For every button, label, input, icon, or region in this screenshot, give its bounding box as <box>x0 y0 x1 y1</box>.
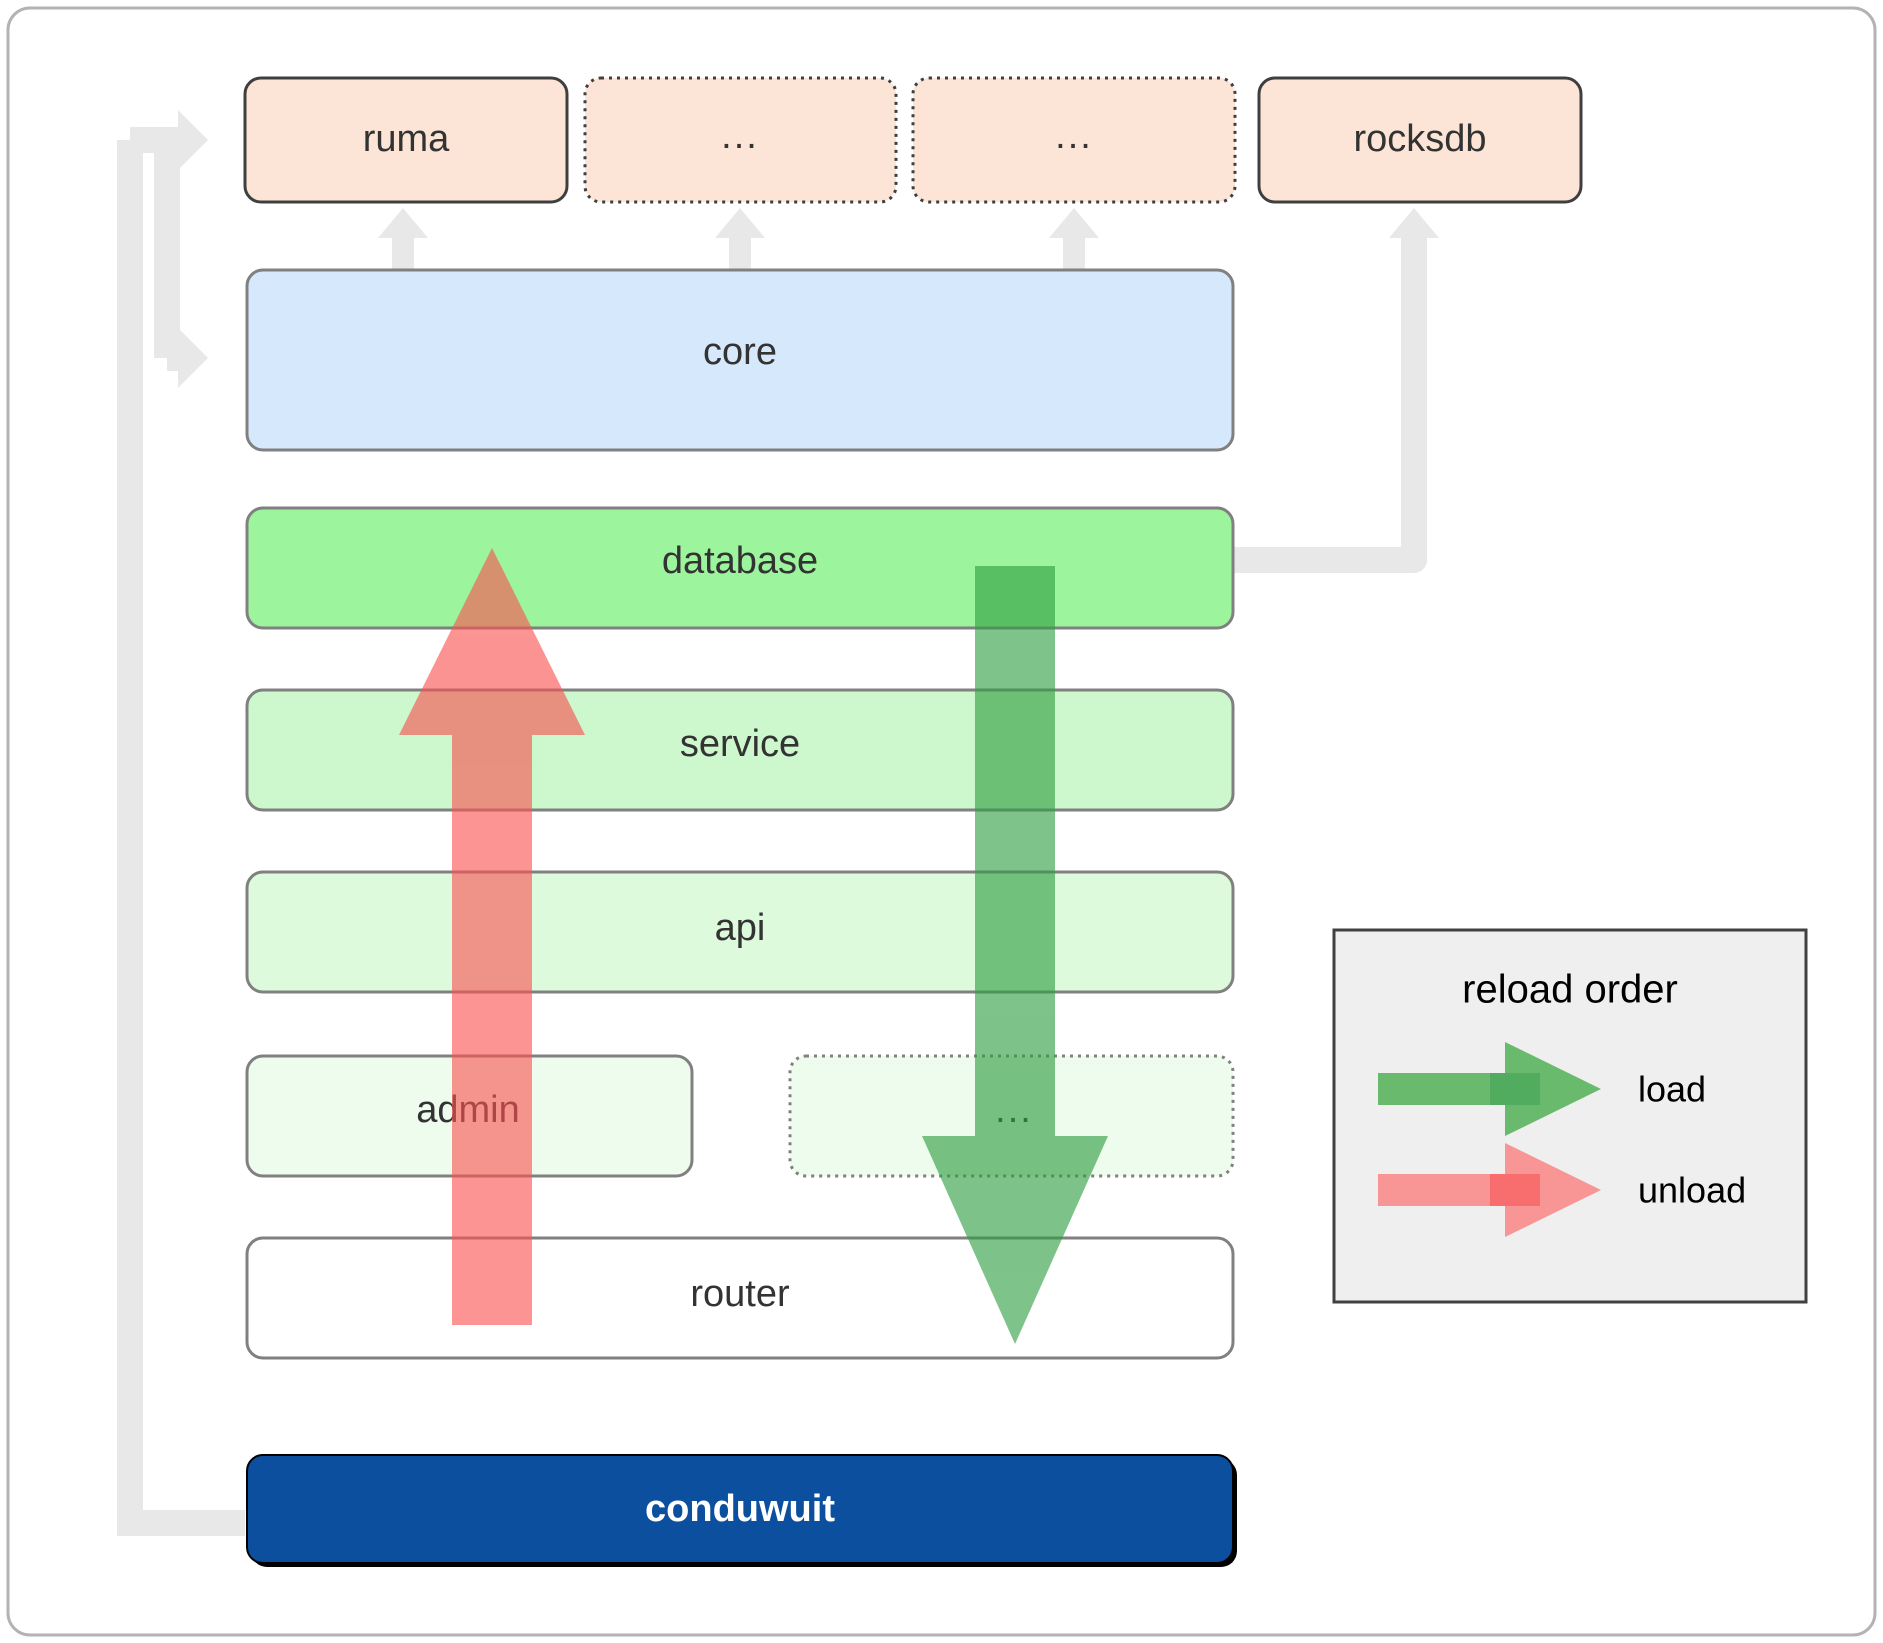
legend-unload-arrow-icon <box>1378 1143 1601 1237</box>
layer-core-label: core <box>703 331 777 373</box>
layer-service[interactable]: service <box>245 688 1235 812</box>
layer-database[interactable]: database <box>245 506 1235 630</box>
external-crate-rocksdb-label: rocksdb <box>1353 118 1486 160</box>
external-crate-dots-2-label: ... <box>1055 115 1093 157</box>
legend-item-load: load <box>1378 1042 1706 1136</box>
binary-conduwuit-label: conduwuit <box>645 1488 835 1530</box>
legend-load-label: load <box>1638 1069 1706 1110</box>
external-crate-ruma[interactable]: ruma <box>243 76 569 204</box>
external-crate-dots-1-box[interactable] <box>583 76 898 204</box>
dependency-core-to-ext-dots-1 <box>715 208 765 272</box>
layer-service-label: service <box>680 723 800 765</box>
layer-core-box[interactable] <box>245 268 1235 452</box>
external-crate-ruma-label: ruma <box>363 118 450 160</box>
legend-box <box>1332 928 1808 1304</box>
layer-router-label: router <box>690 1273 790 1315</box>
external-crate-dots-1-label: ... <box>721 115 759 157</box>
dependency-trunk-left <box>117 140 245 1536</box>
external-crate-rocksdb-box[interactable] <box>1257 76 1583 204</box>
dependency-arrowhead-ruma <box>178 110 208 170</box>
external-crate-ruma-box[interactable] <box>243 76 569 204</box>
unload-arrow-shaft <box>452 660 532 1325</box>
binary-conduwuit[interactable]: conduwuit <box>246 1454 1237 1567</box>
unload-arrow-head <box>399 548 585 735</box>
external-crate-dots-1[interactable]: ... <box>583 76 898 204</box>
layer-api[interactable]: api <box>245 870 1235 994</box>
dependency-connectors <box>117 110 1439 1536</box>
external-crate-dots-2-box[interactable] <box>911 76 1237 204</box>
dependency-database-to-rocksdb <box>1232 238 1427 573</box>
dependency-core-to-ruma <box>378 208 428 272</box>
binary-conduwuit-box[interactable] <box>246 1454 1234 1564</box>
layer-database-label: database <box>662 540 818 582</box>
legend-item-unload: unload <box>1378 1143 1746 1237</box>
legend: reload order load unload <box>1332 928 1808 1304</box>
legend-unload-label: unload <box>1638 1170 1746 1211</box>
legend-title: reload order <box>1462 968 1678 1012</box>
load-flow-arrow <box>922 566 1108 1344</box>
load-arrow-head <box>922 1136 1108 1344</box>
dependency-arrowhead-core <box>178 328 208 388</box>
dependency-arrowhead-rocksdb <box>1389 208 1439 238</box>
external-crate-rocksdb[interactable]: rocksdb <box>1257 76 1583 204</box>
diagram-frame <box>6 6 1877 1637</box>
legend-load-arrow-icon <box>1378 1042 1601 1136</box>
layer-api-label: api <box>715 907 766 949</box>
layer-router[interactable]: router <box>245 1236 1235 1360</box>
load-arrow-shaft <box>975 566 1055 1241</box>
layer-core[interactable]: core <box>245 268 1235 452</box>
unload-flow-arrow <box>399 548 585 1325</box>
dependency-core-to-ext-dots-2 <box>1049 208 1099 272</box>
external-crate-dots-2[interactable]: ... <box>911 76 1237 204</box>
